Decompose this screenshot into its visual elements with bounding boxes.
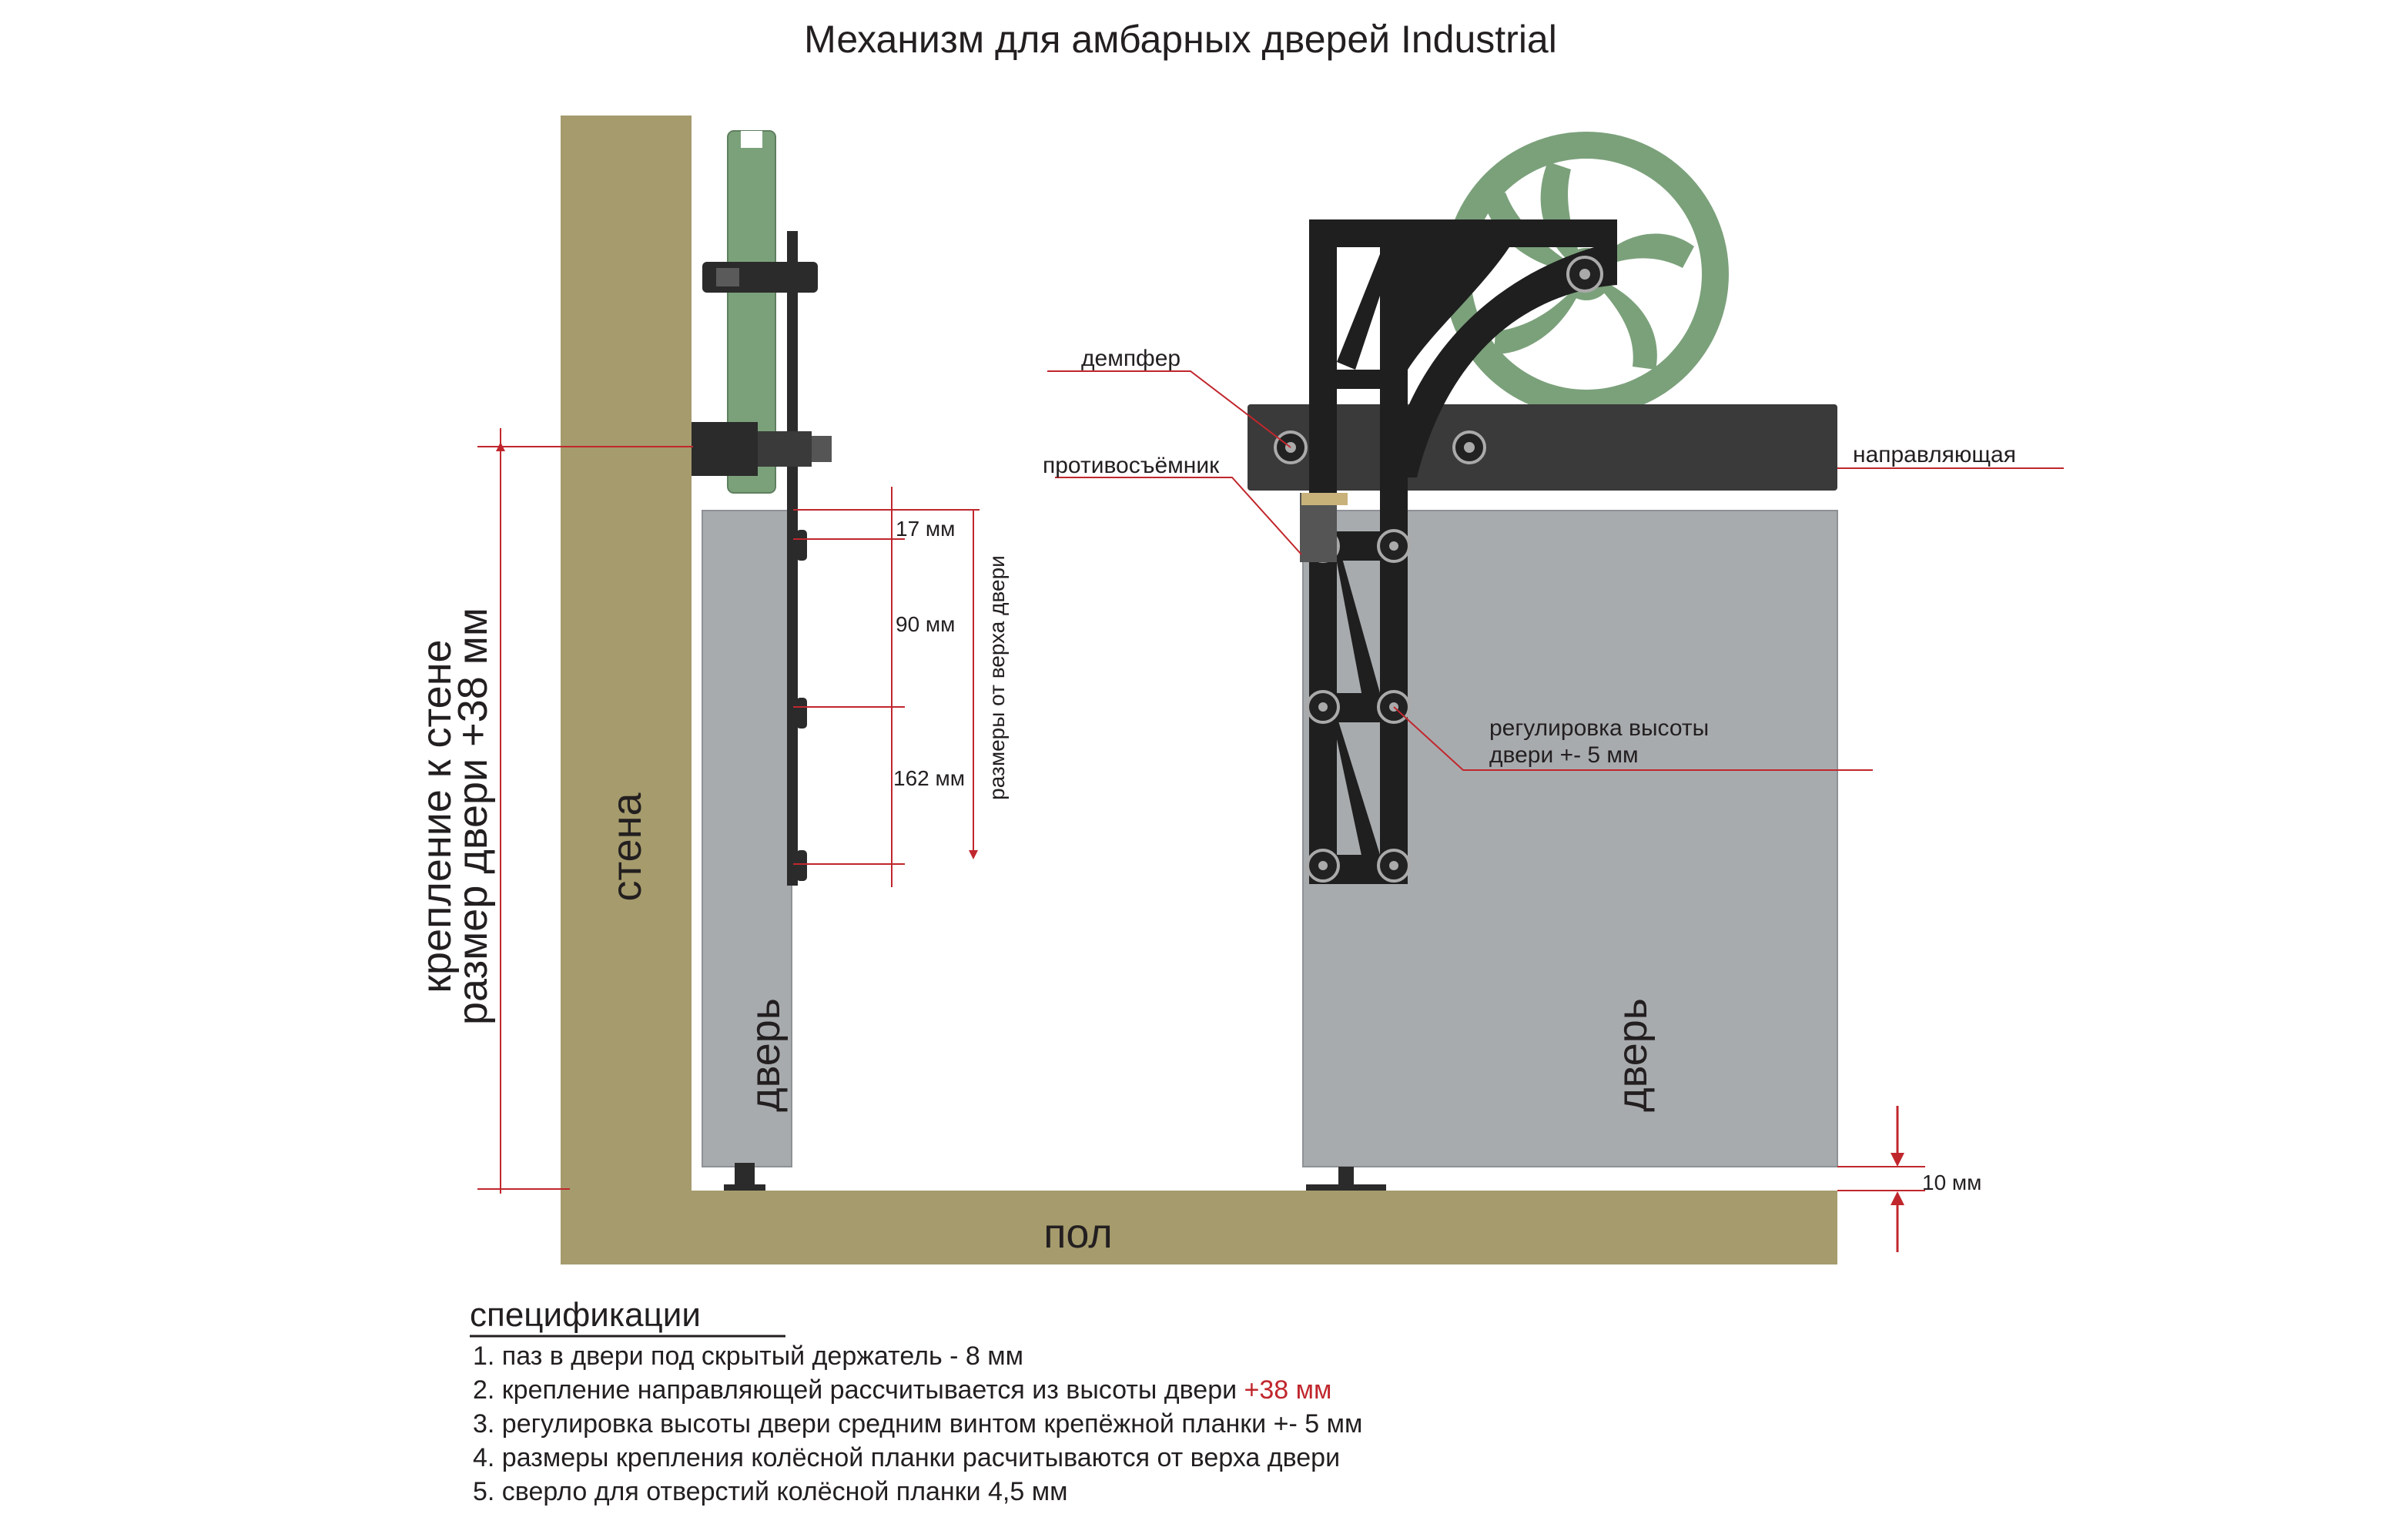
spec-heading: спецификации xyxy=(470,1296,701,1334)
gap-label: 10 мм xyxy=(1922,1171,1981,1194)
wall-label: стена xyxy=(604,792,650,902)
door-side-label: дверь xyxy=(742,998,789,1112)
from-top-label: размеры от верха двери xyxy=(985,555,1009,800)
wall-shape xyxy=(561,116,692,1194)
specifications: спецификации 1. паз в двери под скрытый … xyxy=(470,1296,1362,1506)
damper-label: демпфер xyxy=(1081,346,1181,371)
floor-shape xyxy=(561,1191,1837,1264)
floor-label: пол xyxy=(1043,1211,1113,1257)
spec-item-3: 3. регулировка высоты двери средним винт… xyxy=(473,1409,1362,1439)
gap-dimension xyxy=(1837,1106,1925,1252)
dim-17: 17 мм xyxy=(896,517,955,541)
wall-mount-label-line2: размер двери +38 мм xyxy=(450,608,496,1025)
spec-item-2: 2. крепление направляющей рассчитывается… xyxy=(473,1375,1331,1405)
side-strap xyxy=(787,231,798,886)
door-side-shape xyxy=(702,510,792,1167)
height-adj-label-line2: двери +- 5 мм xyxy=(1489,742,1639,768)
strap-dimensions xyxy=(793,487,980,887)
dim-162: 162 мм xyxy=(893,766,965,790)
spec-item-4: 4. размеры крепления колёсной планки рас… xyxy=(473,1443,1340,1472)
anti-lift-label: противосъёмник xyxy=(1043,453,1220,478)
spec-item-2-highlight: +38 мм xyxy=(1244,1375,1332,1405)
spec-item-1: 1. паз в двери под скрытый держатель - 8… xyxy=(473,1341,1023,1371)
spec-item-5: 5. сверло для отверстий колёсной планки … xyxy=(473,1477,1068,1506)
wall-mount-label-line1: крепление к стене xyxy=(414,639,460,993)
floor-guide-front xyxy=(1338,1167,1354,1188)
rail-side-shape xyxy=(692,422,758,476)
height-adj-label-line1: регулировка высоты xyxy=(1489,715,1709,741)
dim-90: 90 мм xyxy=(896,612,955,636)
door-front-label: дверь xyxy=(1609,998,1656,1112)
rail-label: направляющая xyxy=(1853,442,2016,467)
diagram-title: Механизм для амбарных дверей Industrial xyxy=(804,18,1557,61)
callout-leaders xyxy=(1047,370,2064,771)
spec-item-2-text: 2. крепление направляющей рассчитывается… xyxy=(473,1375,1244,1405)
wall-mount-dimension xyxy=(477,428,693,1194)
